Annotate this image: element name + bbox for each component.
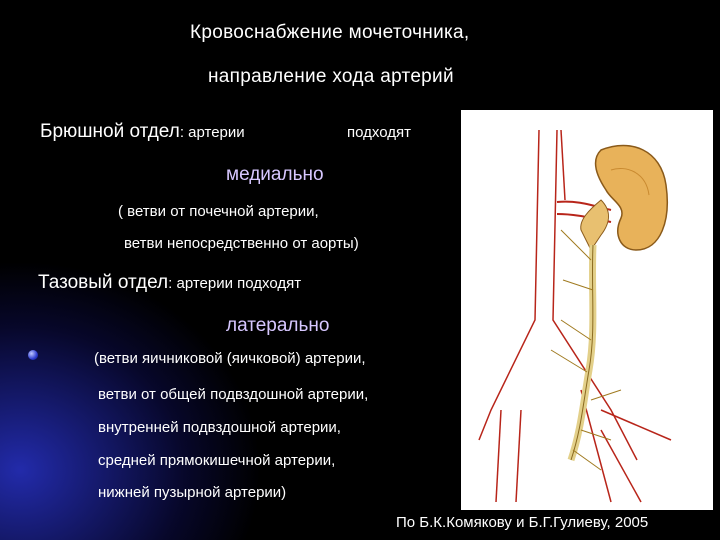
- abdominal-line: Брюшной отдел: артерии: [40, 121, 245, 143]
- pelvic-branch-5: нижней пузырной артерии): [98, 484, 287, 501]
- abdominal-direction: медиально: [226, 164, 324, 185]
- pelvic-after: : артерии подходят: [168, 275, 302, 292]
- abdominal-branch-1: ( ветви от почечной артерии,: [118, 203, 319, 220]
- source-credit: По Б.К.Комякову и Б.Г.Гулиеву, 2005: [396, 514, 649, 531]
- abdominal-after: : артерии: [179, 124, 245, 141]
- pelvic-branch-2: ветви от общей подвздошной артерии,: [98, 386, 369, 403]
- pelvic-branch-3: внутренней подвздошной артерии,: [98, 419, 341, 436]
- title-line-2: направление хода артерий: [208, 66, 454, 87]
- abdominal-tail: подходят: [347, 124, 411, 141]
- pelvic-heading: Тазовый отдел: [38, 272, 169, 293]
- bullet-dot: [28, 350, 38, 360]
- pelvic-line: Тазовый отдел: артерии подходят: [38, 272, 301, 294]
- pelvic-direction: латерально: [226, 315, 330, 336]
- anatomy-illustration: [461, 110, 713, 510]
- pelvic-branch-1: (ветви яичниковой (яичковой) артерии,: [94, 350, 366, 367]
- title-line-1: Кровоснабжение мочеточника,: [190, 22, 470, 43]
- ureter-blood-supply-drawing: [478, 129, 672, 503]
- abdominal-heading: Брюшной отдел: [40, 121, 180, 142]
- abdominal-branch-2: ветви непосредственно от аорты): [124, 235, 359, 252]
- pelvic-branch-4: средней прямокишечной артерии,: [98, 452, 336, 469]
